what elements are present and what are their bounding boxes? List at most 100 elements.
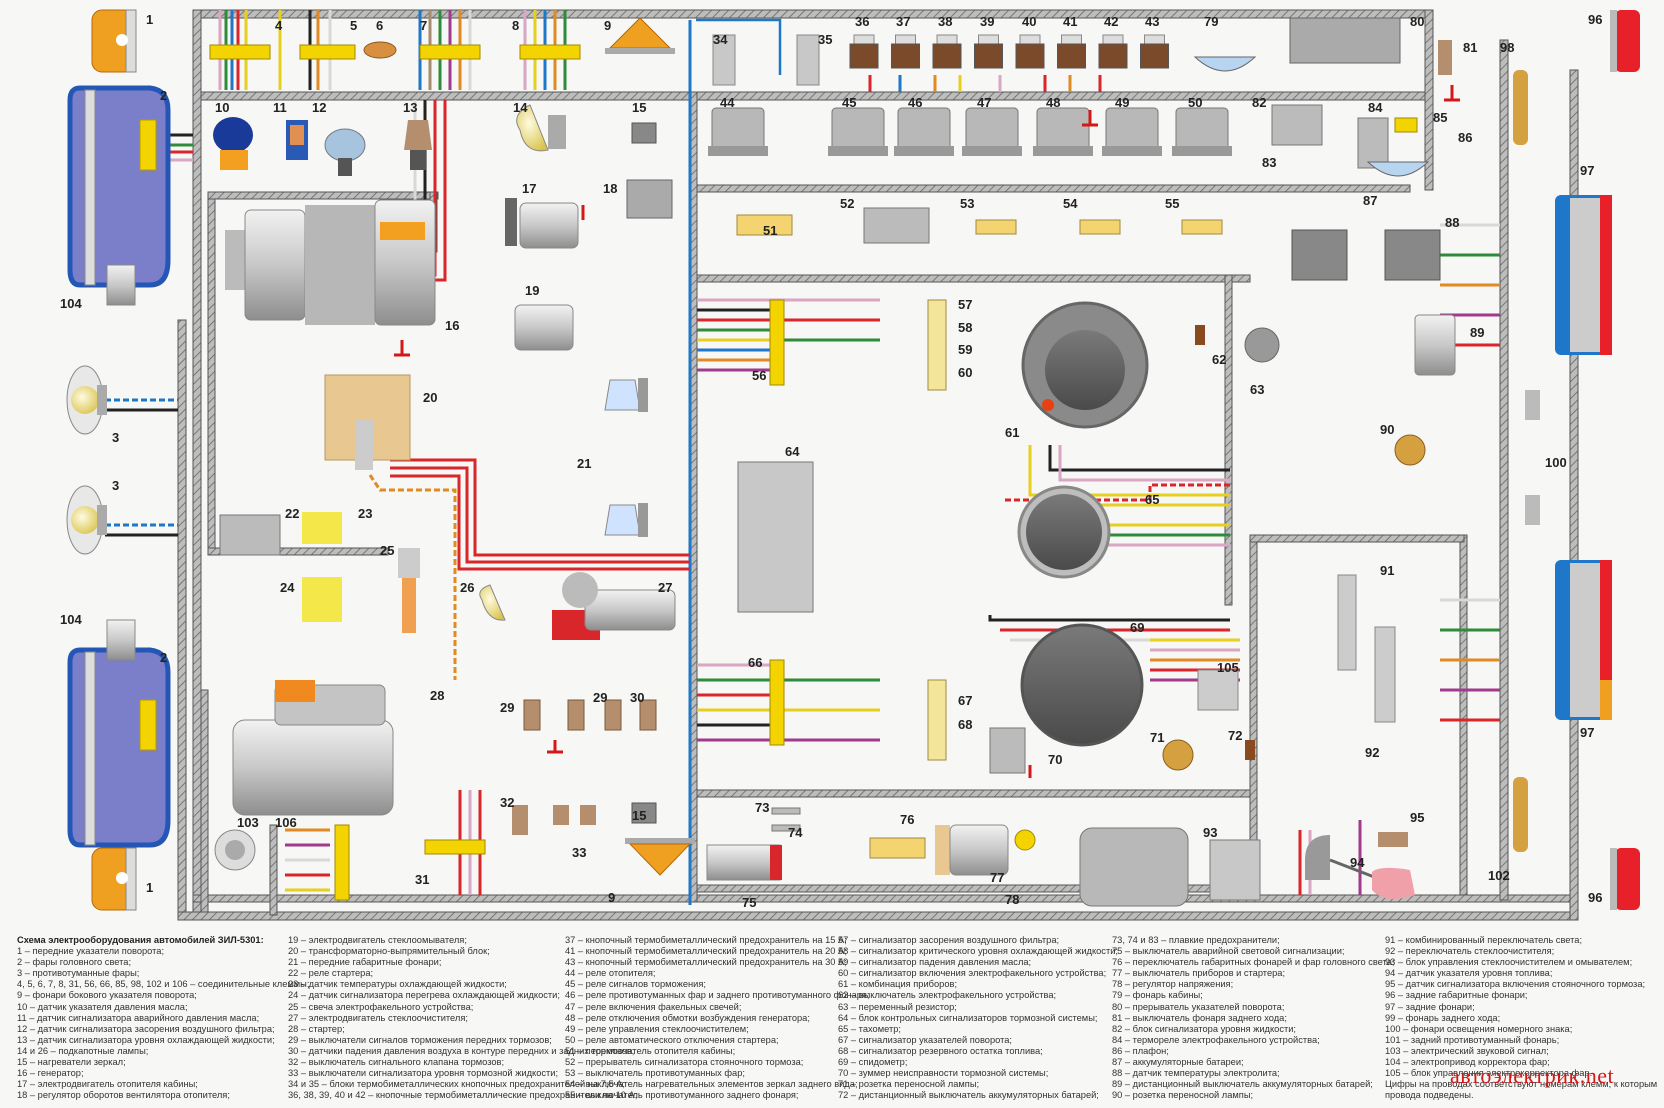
relay-base <box>1102 146 1162 156</box>
label-75: 75 <box>742 895 757 910</box>
label-56: 56 <box>752 368 767 383</box>
thermal-fuse <box>1057 34 1086 69</box>
label-102: 102 <box>1488 868 1510 883</box>
label-11: 11 <box>273 100 287 115</box>
label-74: 74 <box>788 825 803 840</box>
label-14: 14 <box>513 100 528 115</box>
relays <box>708 107 1232 156</box>
parking-brake-sensor <box>1378 832 1408 847</box>
thermal-fuse <box>891 34 920 69</box>
legend-item: 3 – противотуманные фары; <box>17 968 140 979</box>
legend-item: 9 – фонари бокового указателя поворота; <box>17 990 197 1001</box>
coolant-level-sensor <box>404 120 432 170</box>
thermal-fuse <box>974 34 1003 69</box>
legend-item: 86 – плафон; <box>1112 1045 1169 1056</box>
legend-item: 59 – сигнализатор падения давления масла… <box>838 957 1032 968</box>
label-51: 51 <box>763 223 778 238</box>
label-2: 2 <box>160 88 168 103</box>
terminal-block-31 <box>424 839 486 855</box>
thermal-fuse <box>1140 34 1169 69</box>
label-2: 2 <box>160 650 168 665</box>
starter-relay <box>219 514 281 556</box>
legend-item: 103 – электрический звуковой сигнал; <box>1385 1045 1549 1056</box>
generator <box>225 199 436 326</box>
harness-main <box>177 9 1579 921</box>
label-94: 94 <box>1350 855 1365 870</box>
plate-lamp-bottom <box>1525 495 1540 525</box>
relay <box>711 107 765 151</box>
legend-item: 73, 74 и 83 – плавкие предохранители; <box>1112 935 1280 945</box>
washer-motor <box>514 304 574 351</box>
legend-item: 101 – задний противотуманный фонарь; <box>1385 1034 1560 1045</box>
label-33: 33 <box>572 845 587 860</box>
legend-item: 93 – блок управления стеклоочистителем и… <box>1385 957 1633 968</box>
headlight-corrector-top <box>106 264 136 306</box>
thermal-fuse <box>932 34 962 69</box>
ground-symbols <box>394 85 1460 778</box>
front-marker-lamp-top <box>604 378 648 412</box>
label-87: 87 <box>1363 193 1378 208</box>
label-68: 68 <box>958 717 973 732</box>
label-106: 106 <box>275 815 297 830</box>
label-52: 52 <box>840 196 855 211</box>
label-84: 84 <box>1368 100 1383 115</box>
rectifier-block <box>324 374 411 470</box>
legend-item: 10 – датчик указателя давления масла; <box>17 1001 188 1012</box>
label-4: 4 <box>275 18 283 33</box>
label-36: 36 <box>855 14 870 29</box>
coolant-temp-sensor <box>302 512 342 544</box>
label-55: 55 <box>1165 196 1180 211</box>
label-81: 81 <box>1463 40 1478 55</box>
legend-item: 1 – передние указатели поворота; <box>17 946 165 957</box>
relay <box>831 107 885 151</box>
legend-item: 61 – комбинация приборов; <box>838 979 958 990</box>
oil-pressure-sender <box>213 117 253 170</box>
legend-item: 55 – выключатель противотуманного заднег… <box>565 1090 799 1101</box>
label-18: 18 <box>603 181 618 196</box>
label-48: 48 <box>1046 95 1061 110</box>
label-86: 86 <box>1458 130 1473 145</box>
legend-item: 27 – электродвигатель стеклоочистителя; <box>288 1012 468 1023</box>
flame-switch <box>1195 325 1205 345</box>
legend-item: 50 – реле автоматического отключения ста… <box>565 1034 779 1045</box>
legend-item: 104 – электропривод корректора фар; <box>1385 1057 1550 1068</box>
terminal-block-8 <box>519 44 581 60</box>
label-60: 60 <box>958 365 973 380</box>
label-103: 103 <box>237 815 259 830</box>
label-71: 71 <box>1150 730 1165 745</box>
label-10: 10 <box>215 100 230 115</box>
corrector-control-unit <box>1197 669 1239 711</box>
relay <box>965 107 1019 151</box>
hazard-switch <box>706 844 782 881</box>
label-53: 53 <box>960 196 975 211</box>
terminal-block-106 <box>334 824 350 901</box>
legend-item: 63 – переменный резистор; <box>838 1001 957 1012</box>
legend-item: 25 – свеча электрофакельного устройства; <box>288 1001 474 1012</box>
legend-item: 100 – фонари освещения номерного знака; <box>1385 1023 1573 1034</box>
label-15: 15 <box>632 100 647 115</box>
legend-column-4: 57 – сигнализатор засорения воздушного ф… <box>838 935 1118 1101</box>
label-39: 39 <box>980 14 995 29</box>
brake-fluid-switches <box>553 805 596 825</box>
label-79: 79 <box>1204 14 1219 29</box>
label-104: 104 <box>60 612 82 627</box>
wires <box>105 10 1500 895</box>
label-70: 70 <box>1048 752 1063 767</box>
label-97: 97 <box>1580 725 1595 740</box>
terminal-block-5 <box>299 44 356 60</box>
legend-item: 89 – дистанционный выключатель аккумулят… <box>1112 1079 1373 1090</box>
label-27: 27 <box>658 580 673 595</box>
fog-lamp-bottom <box>66 485 107 555</box>
label-85: 85 <box>1433 110 1448 125</box>
label-28: 28 <box>430 688 445 703</box>
label-45: 45 <box>842 95 857 110</box>
legend-item: 69 – спидометр; <box>838 1057 908 1068</box>
legend-item: 36, 38, 39, 40 и 42 – кнопочные термобим… <box>288 1090 638 1101</box>
relay-base <box>894 146 954 156</box>
legend-item: 88 – датчик температуры электролита; <box>1112 1068 1280 1079</box>
label-90: 90 <box>1380 422 1395 437</box>
legend-item: 45 – реле сигналов торможения; <box>565 979 706 990</box>
label-78: 78 <box>1005 892 1020 907</box>
front-marker-lamp-bottom <box>604 503 648 537</box>
rear-lamp-top <box>1555 195 1612 355</box>
